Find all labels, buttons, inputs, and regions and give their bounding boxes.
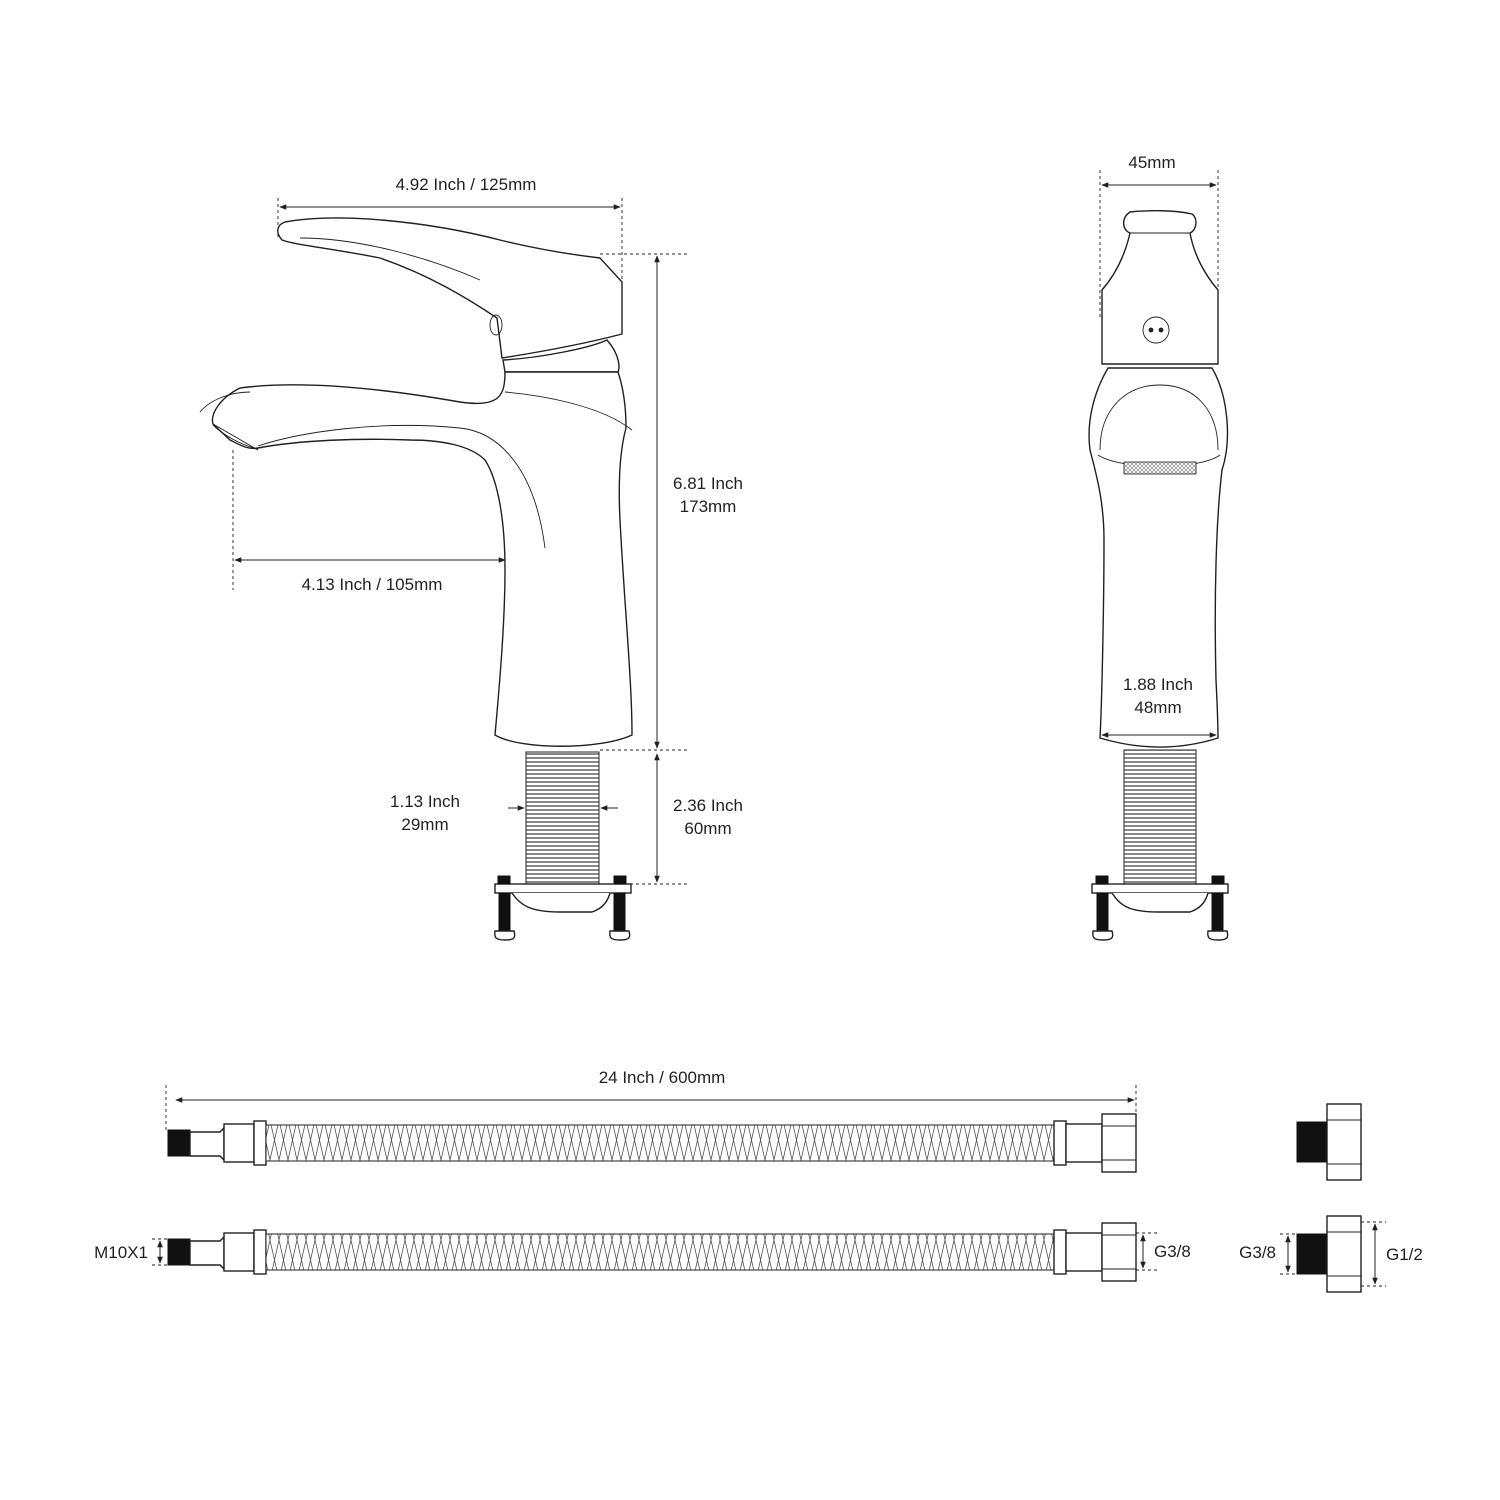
hose-bottom	[167, 1222, 1137, 1282]
hose-length-label: 24 Inch / 600mm	[599, 1068, 726, 1087]
adapter-dimensions: G3/8 G1/2	[1239, 1221, 1423, 1287]
hose-top	[167, 1113, 1137, 1173]
front-shank	[1123, 749, 1197, 886]
adapter-top	[1296, 1103, 1362, 1181]
shank-len-mm-label: 60mm	[684, 819, 731, 838]
side-view-dimensions: 4.92 Inch / 125mm 6.81 Inch 173mm 4.13 I…	[232, 175, 743, 885]
adapter-g38-label: G3/8	[1239, 1243, 1276, 1262]
faucet-body	[211, 371, 633, 747]
front-view-faucet	[1088, 209, 1229, 941]
spout-reach-label: 4.13 Inch / 105mm	[302, 575, 443, 594]
adapter-bottom	[1296, 1215, 1362, 1293]
shank-dia-inch-label: 1.13 Inch	[390, 792, 460, 811]
shank-len-inch-label: 2.36 Inch	[673, 796, 743, 815]
adapter-g12-label: G1/2	[1386, 1245, 1423, 1264]
g38-hose-label: G3/8	[1154, 1242, 1191, 1261]
faucet-shank	[525, 751, 600, 886]
base-mm-label: 48mm	[1134, 698, 1181, 717]
height-inch-label: 6.81 Inch	[673, 474, 743, 493]
hose-length-dimension: 24 Inch / 600mm	[165, 1068, 1137, 1130]
base-inch-label: 1.88 Inch	[1123, 675, 1193, 694]
hose-thread-dimensions: M10X1 G3/8	[94, 1232, 1191, 1271]
handle-length-label: 4.92 Inch / 125mm	[396, 175, 537, 194]
height-mm-label: 173mm	[680, 497, 737, 516]
faucet-handle	[277, 217, 623, 359]
side-view-faucet	[199, 217, 633, 941]
front-handle	[1101, 209, 1219, 365]
top-width-label: 45mm	[1128, 153, 1175, 172]
shank-dia-mm-label: 29mm	[401, 815, 448, 834]
front-view-dimensions: 45mm 1.88 Inch 48mm	[1099, 153, 1219, 738]
aerator-mesh	[1123, 461, 1197, 475]
m10x1-label: M10X1	[94, 1243, 148, 1262]
